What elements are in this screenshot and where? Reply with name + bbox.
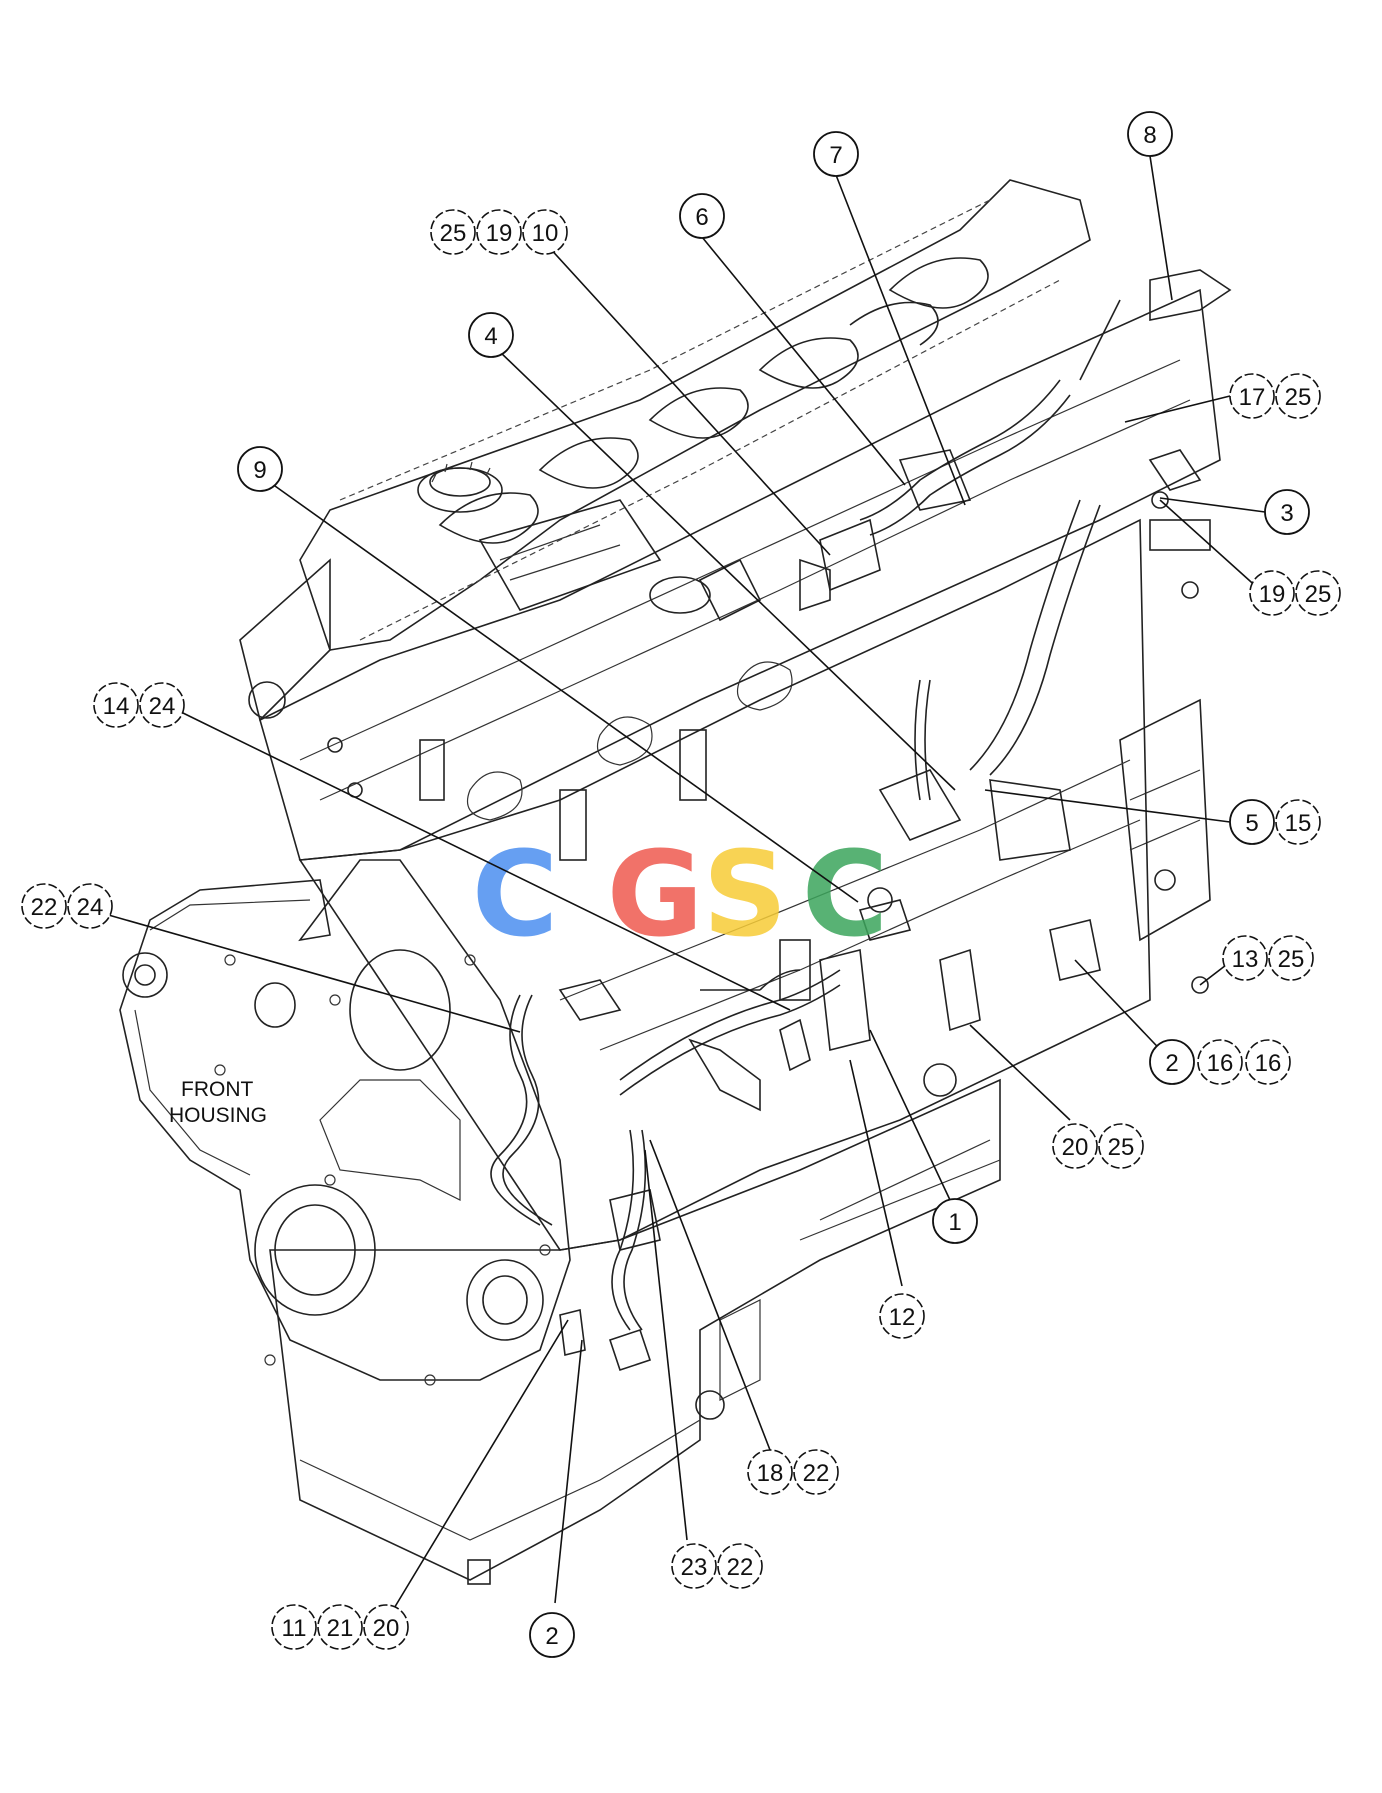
leader-lines bbox=[104, 155, 1266, 1616]
callout-11-21-20: 11 21 20 bbox=[271, 1604, 409, 1650]
callout-label: 13 bbox=[1232, 946, 1259, 973]
callout-13-25: 13 25 bbox=[1222, 935, 1314, 981]
watermark-letter-1: C bbox=[472, 825, 559, 963]
callout-label: 25 bbox=[1278, 946, 1305, 973]
callout-label: 4 bbox=[484, 323, 497, 350]
callout-18-22: 18 22 bbox=[747, 1449, 839, 1495]
housing-label-line2: HOUSING bbox=[169, 1104, 267, 1127]
front-housing: FRONT HOUSING bbox=[119, 859, 571, 1386]
callout-label: 19 bbox=[1259, 581, 1286, 608]
callout-label: 8 bbox=[1143, 122, 1156, 149]
callout-label: 22 bbox=[31, 894, 58, 921]
watermark-letter-2: G bbox=[607, 825, 704, 963]
housing-label-line1: FRONT bbox=[181, 1078, 253, 1101]
callout-label: 23 bbox=[681, 1554, 708, 1581]
callout-25-19-10: 25 19 10 bbox=[430, 209, 568, 255]
callout-label: 1 bbox=[948, 1209, 961, 1236]
callout-label: 16 bbox=[1255, 1050, 1282, 1077]
valve-cover bbox=[299, 179, 1091, 651]
callout-label: 5 bbox=[1245, 810, 1258, 837]
callout-label: 25 bbox=[1305, 581, 1332, 608]
callout-label: 19 bbox=[486, 220, 513, 247]
callout-19-25: 19 25 bbox=[1249, 570, 1341, 616]
callout-label: 14 bbox=[103, 693, 130, 720]
callout-label: 25 bbox=[440, 220, 467, 247]
callout-4: 4 bbox=[468, 312, 514, 358]
wiring-harness bbox=[490, 269, 1232, 1372]
callout-label: 24 bbox=[77, 894, 104, 921]
engine-drawing: FRONT HOUSING bbox=[119, 179, 1232, 1585]
callout-label: 15 bbox=[1285, 810, 1312, 837]
callout-label: 24 bbox=[149, 693, 176, 720]
callout-label: 11 bbox=[282, 1615, 307, 1642]
watermark-letter-3: S bbox=[703, 825, 788, 963]
callout-label: 2 bbox=[545, 1623, 558, 1650]
callout-label: 3 bbox=[1280, 500, 1293, 527]
callout-23-22: 23 22 bbox=[671, 1543, 763, 1589]
callout-3: 3 bbox=[1264, 489, 1310, 535]
callout-label: 25 bbox=[1108, 1134, 1135, 1161]
callout-20-25: 20 25 bbox=[1052, 1123, 1144, 1169]
callout-label: 17 bbox=[1239, 384, 1266, 411]
callout-1: 1 bbox=[932, 1198, 978, 1244]
cylinder-head bbox=[239, 288, 1221, 942]
callout-label: 7 bbox=[829, 142, 842, 169]
callout-14-24: 14 24 bbox=[93, 682, 185, 728]
callout-label: 22 bbox=[803, 1460, 830, 1487]
callout-label: 9 bbox=[253, 457, 266, 484]
callout-label: 21 bbox=[327, 1615, 354, 1642]
callout-label: 10 bbox=[532, 220, 559, 247]
callout-label: 12 bbox=[889, 1304, 916, 1331]
watermark: C G S C bbox=[472, 825, 889, 963]
callout-9: 9 bbox=[237, 446, 283, 492]
callout-label: 6 bbox=[695, 204, 708, 231]
callout-label: 25 bbox=[1285, 384, 1312, 411]
callout-6: 6 bbox=[679, 193, 725, 239]
callout-label: 20 bbox=[373, 1615, 400, 1642]
callout-8: 8 bbox=[1127, 111, 1173, 157]
callout-22-24: 22 24 bbox=[21, 883, 113, 929]
callout-17-25: 17 25 bbox=[1229, 373, 1321, 419]
callout-5-15: 5 15 bbox=[1229, 799, 1321, 845]
callout-label: 16 bbox=[1207, 1050, 1234, 1077]
callout-label: 20 bbox=[1062, 1134, 1089, 1161]
callout-label: 22 bbox=[727, 1554, 754, 1581]
watermark-letter-4: C bbox=[802, 825, 889, 963]
callout-12: 12 bbox=[879, 1293, 925, 1339]
callout-2-16-16: 2 16 16 bbox=[1149, 1039, 1291, 1085]
oil-pan bbox=[269, 1078, 1001, 1585]
callout-label: 2 bbox=[1165, 1050, 1178, 1077]
callout-label: 18 bbox=[757, 1460, 784, 1487]
callout-2-bottom: 2 bbox=[529, 1612, 575, 1658]
callout-7: 7 bbox=[813, 131, 859, 177]
